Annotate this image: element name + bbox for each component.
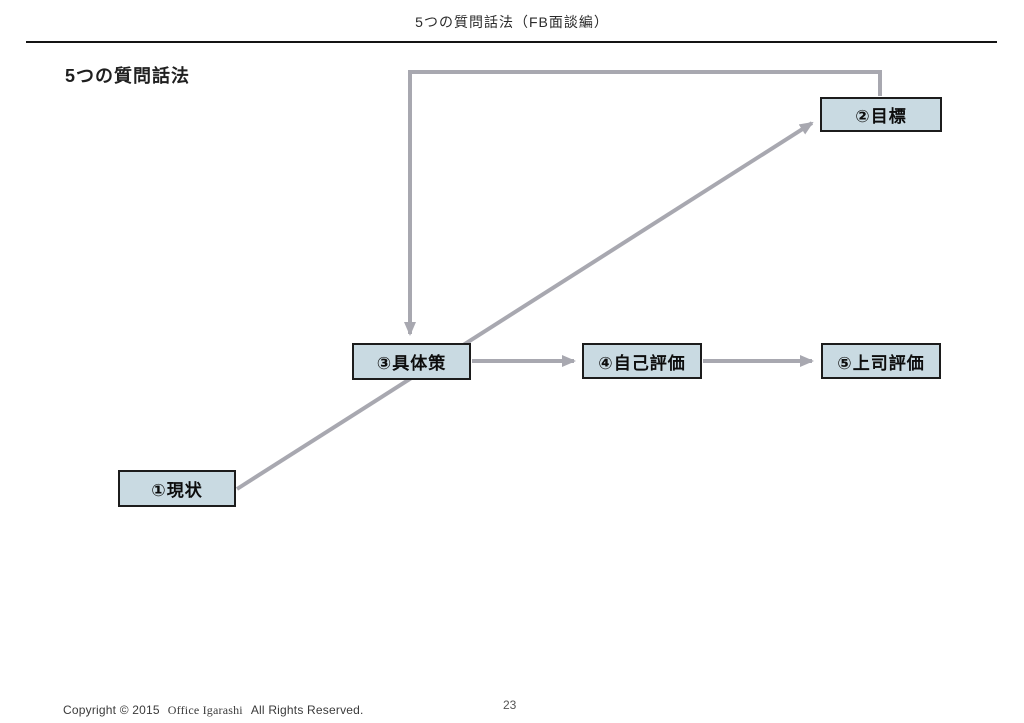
page-heading: 5つの質問話法 — [65, 66, 191, 86]
node-jiko-hyoka-label: ④自己評価 — [598, 353, 686, 373]
node-joshi-hyoka: ⑤上司評価 — [821, 343, 941, 379]
edge-mokuhyo-to-gutaisaku — [404, 70, 882, 336]
slide-header-title: 5つの質問話法（FB面談編） — [415, 14, 609, 30]
copyright-suffix: All Rights Reserved. — [250, 703, 364, 717]
node-jiko-hyoka: ④自己評価 — [582, 343, 702, 379]
node-genjo-label: ①現状 — [151, 481, 203, 500]
node-genjo: ①現状 — [118, 470, 236, 507]
node-mokuhyo-label: ②目標 — [855, 107, 907, 126]
node-gutaisaku: ③具体策 — [352, 343, 471, 380]
node-joshi-hyoka-label: ⑤上司評価 — [837, 353, 925, 373]
page-number: 23 — [503, 698, 517, 712]
header-rule — [26, 41, 997, 43]
footer-copyright: Copyright © 2015 Office Igarashi All Right… — [63, 703, 364, 718]
node-gutaisaku-label: ③具体策 — [376, 354, 447, 373]
copyright-prefix: Copyright © 2015 — [63, 703, 160, 717]
node-mokuhyo: ②目標 — [820, 97, 942, 132]
edge-genjo-to-mokuhyo — [235, 121, 814, 491]
copyright-org: Office Igarashi — [167, 703, 243, 717]
